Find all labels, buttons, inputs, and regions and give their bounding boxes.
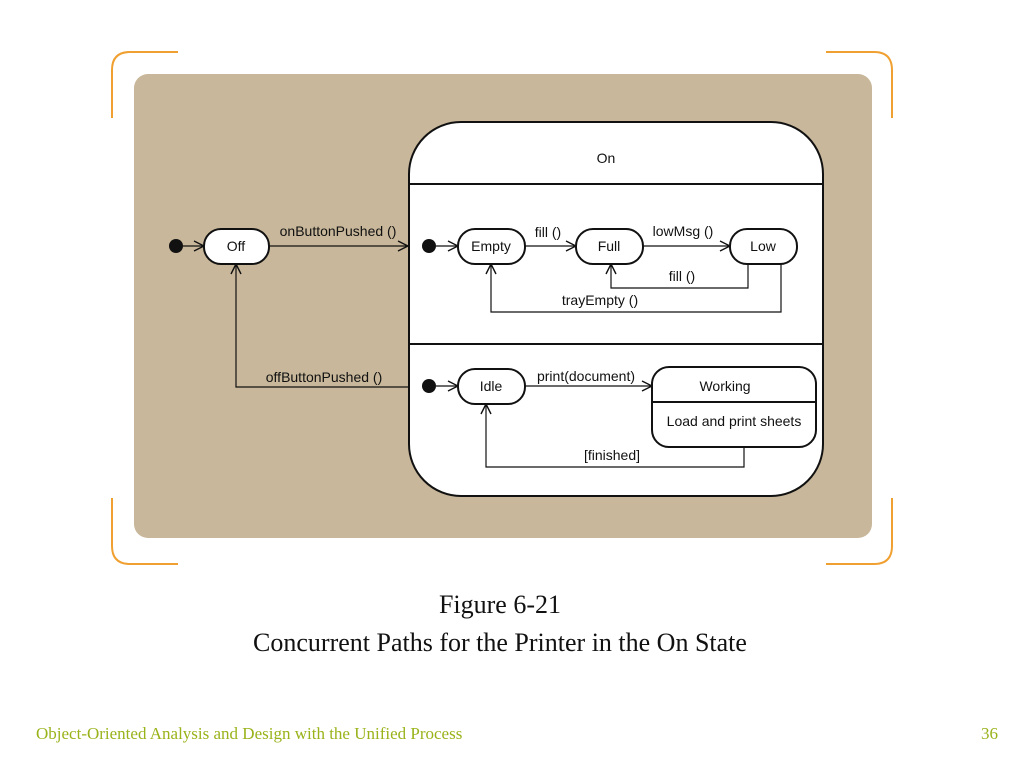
- state-off: Off: [203, 228, 270, 265]
- initial-dot-idle: [422, 379, 436, 393]
- state-full: Full: [575, 228, 644, 265]
- state-idle-box: [457, 368, 526, 405]
- footer-book-title: Object-Oriented Analysis and Design with…: [36, 724, 463, 743]
- label-finished: [finished]: [584, 447, 640, 463]
- state-full-label: Full: [598, 238, 621, 254]
- label-low-msg: lowMsg (): [653, 223, 714, 239]
- label-off-button-pushed: offButtonPushed (): [266, 369, 382, 385]
- state-empty: Empty: [457, 228, 526, 265]
- state-working: Working Load and print sheets: [651, 366, 817, 448]
- state-off-box: [203, 228, 270, 265]
- state-working-label: Working: [699, 378, 750, 394]
- bracket-bottom-left: [111, 498, 178, 565]
- state-empty-label: Empty: [471, 238, 511, 254]
- transition-fill-low-full: [611, 262, 749, 289]
- state-working-activity: Load and print sheets: [667, 413, 802, 429]
- initial-dot-empty: [422, 239, 436, 253]
- bracket-bottom-right: [826, 498, 893, 565]
- label-fill-empty-full: fill (): [535, 224, 561, 240]
- label-fill-low-full: fill (): [669, 268, 695, 284]
- transition-tray-empty: [491, 262, 782, 313]
- bracket-top-right: [826, 51, 893, 118]
- transition-labels: onButtonPushed () offButtonPushed () fil…: [266, 223, 714, 463]
- state-empty-box: [457, 228, 526, 265]
- label-tray-empty: trayEmpty (): [562, 292, 638, 308]
- state-low-box: [729, 228, 798, 265]
- figure-caption: Concurrent Paths for the Printer in the …: [253, 628, 747, 657]
- label-on-button-pushed: onButtonPushed (): [280, 223, 397, 239]
- state-low: Low: [729, 228, 798, 265]
- transitions: [236, 246, 782, 468]
- frame-brackets: [111, 51, 893, 565]
- state-idle: Idle: [457, 368, 526, 405]
- state-off-label: Off: [227, 238, 246, 254]
- figure-number: Figure 6-21: [438, 590, 562, 619]
- bracket-top-left: [111, 51, 178, 118]
- label-print-document: print(document): [537, 368, 635, 384]
- state-low-label: Low: [750, 238, 777, 254]
- state-working-box: [651, 366, 817, 448]
- on-state-label: On: [597, 150, 616, 166]
- transition-off-button-pushed: [236, 264, 409, 388]
- page-number: 36: [981, 724, 998, 743]
- state-idle-label: Idle: [480, 378, 503, 394]
- transition-finished: [486, 404, 745, 468]
- state-full-box: [575, 228, 644, 265]
- initial-pseudostates: [169, 239, 458, 393]
- initial-dot-off: [169, 239, 183, 253]
